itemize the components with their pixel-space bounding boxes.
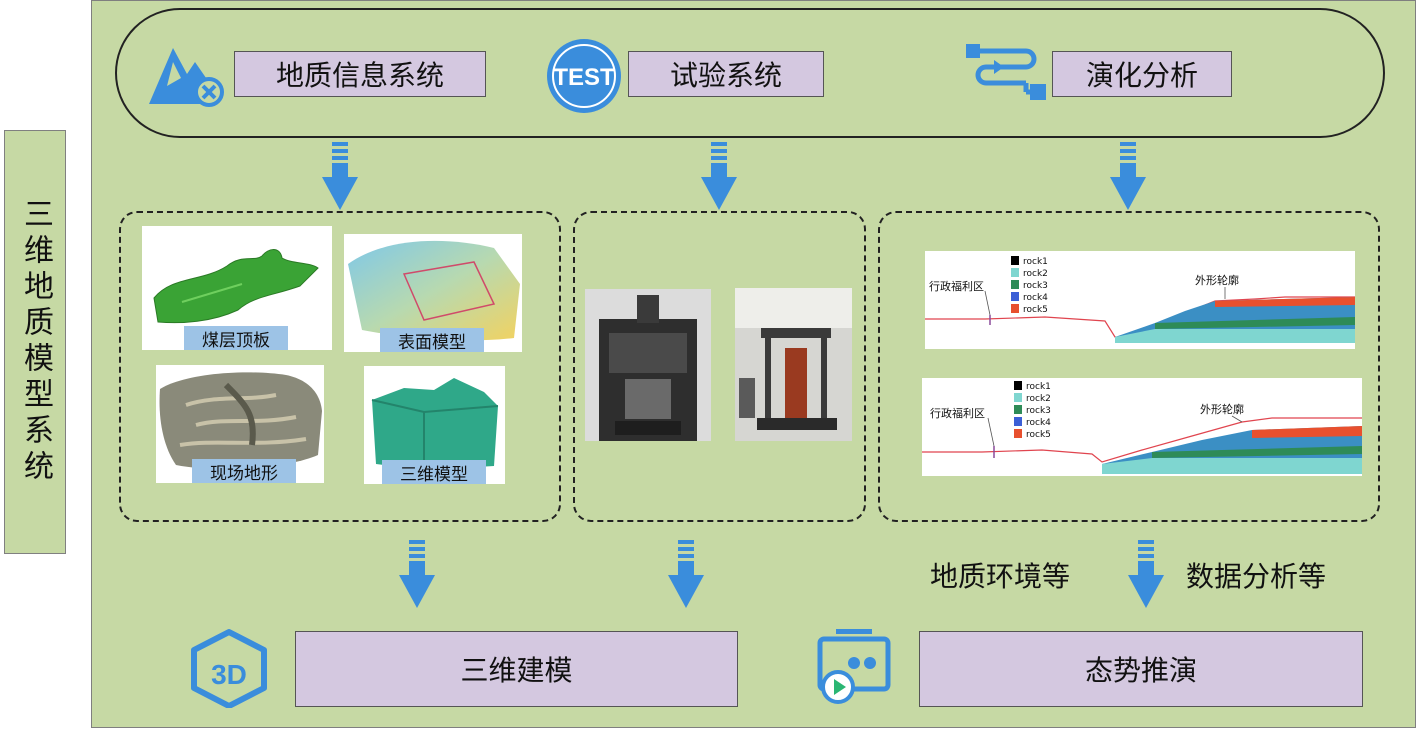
flow-process-icon: [966, 44, 1046, 100]
plot2-left-label: 行政福利区: [930, 406, 985, 420]
plot2-right-label: 外形轮廓: [1200, 402, 1244, 416]
caption-surface-model: 表面模型: [380, 328, 484, 352]
plot2-legend-swatch-3: [1014, 405, 1022, 414]
result-label-modeling: 三维建模: [295, 631, 738, 707]
test-badge-icon: TEST: [547, 39, 621, 113]
plot1-legend-swatch-4: [1011, 292, 1019, 301]
plot2-legend-4: rock4: [1026, 418, 1051, 428]
plot1-legend-swatch-1: [1011, 256, 1019, 265]
note-geo-environment: 地质环境等: [930, 560, 1071, 593]
plot2-legend-swatch-5: [1014, 429, 1022, 438]
caption-3d-model: 三维模型: [382, 460, 486, 484]
system-label-test: 试验系统: [628, 51, 824, 97]
result-label-deduction: 态势推演: [919, 631, 1363, 707]
caption-site-terrain: 现场地形: [192, 459, 296, 483]
note-data-analysis: 数据分析等: [1186, 560, 1327, 593]
coal-seam-roof-image: 煤层顶板: [142, 226, 332, 350]
plot1-legend-swatch-3: [1011, 280, 1019, 289]
test-photos-group: [573, 211, 866, 522]
plot1-legend-4: rock4: [1023, 293, 1048, 303]
video-screen-icon: [817, 629, 891, 704]
down-arrow-geo: [322, 142, 358, 210]
caption-coal-seam-roof: 煤层顶板: [184, 326, 288, 350]
down-arrow-modeling: [399, 540, 435, 608]
down-arrow-evolution: [1110, 142, 1146, 210]
plot1-legend-swatch-5: [1011, 304, 1019, 313]
site-terrain-image: 现场地形: [156, 365, 324, 483]
side-title-box: 三维地质模型系统: [4, 130, 66, 554]
plot1-legend-1: rock1: [1023, 257, 1048, 267]
evolution-plots-group: [878, 211, 1380, 522]
plot1-legend-3: rock3: [1023, 281, 1048, 291]
plot2-legend-swatch-2: [1014, 393, 1022, 402]
plot2-legend-swatch-4: [1014, 417, 1022, 426]
plot2-legend-2: rock2: [1026, 394, 1051, 404]
evolution-plot-2: 行政福利区 外形轮廓 rock1 rock2 rock3 rock4 rock5: [922, 378, 1362, 476]
plot2-legend-3: rock3: [1026, 406, 1051, 416]
surface-model-image: 表面模型: [344, 234, 522, 352]
evolution-plot-1: 行政福利区 外形轮廓 rock1 rock2 rock3 rock4 rock5: [925, 251, 1355, 349]
side-title: 三维地质模型系统: [18, 198, 53, 486]
plot1-legend-5: rock5: [1023, 305, 1048, 315]
system-label-geo: 地质信息系统: [234, 51, 486, 97]
down-arrow-deduction: [1128, 540, 1164, 608]
mountain-map-icon: [149, 48, 224, 107]
plot1-right-label: 外形轮廓: [1195, 273, 1239, 287]
plot2-legend-5: rock5: [1026, 430, 1051, 440]
plot2-legend-1: rock1: [1026, 382, 1051, 392]
3d-model-image: 三维模型: [364, 366, 505, 484]
test-badge-text: TEST: [553, 64, 615, 91]
geo-images-group: [119, 211, 561, 522]
plot1-legend-swatch-2: [1011, 268, 1019, 277]
plot2-legend-swatch-1: [1014, 381, 1022, 390]
down-arrow-test: [701, 142, 737, 210]
down-arrow-modeling-2: [668, 540, 704, 608]
3d-cube-icon: 3D: [191, 629, 267, 708]
3d-icon-text: 3D: [211, 659, 247, 690]
plot1-left-label: 行政福利区: [929, 279, 984, 293]
test-machine-photo-2: [735, 288, 852, 441]
plot1-legend-2: rock2: [1023, 269, 1048, 279]
test-machine-photo-1: [585, 289, 711, 441]
system-label-evolution: 演化分析: [1052, 51, 1232, 97]
top-systems-capsule: [115, 8, 1385, 138]
